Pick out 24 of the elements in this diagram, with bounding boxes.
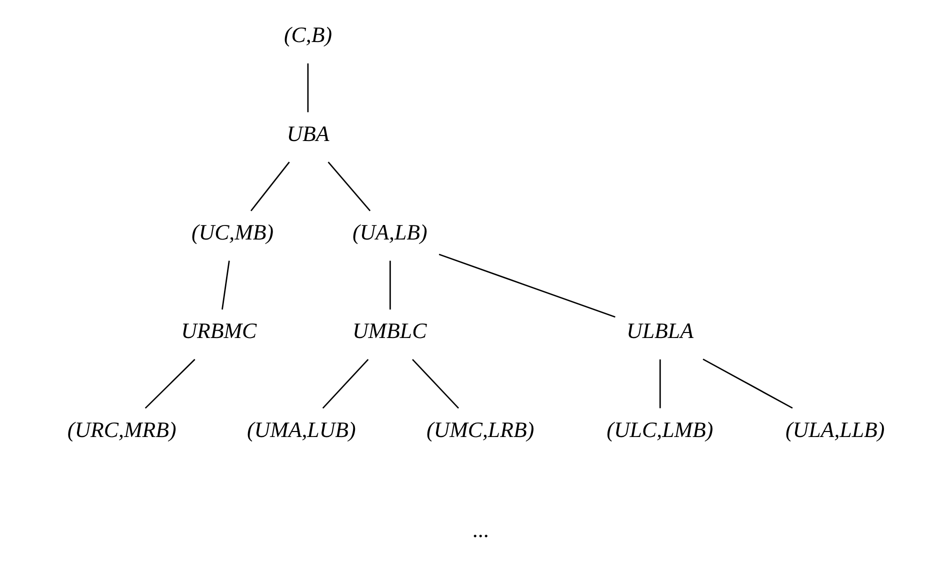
node-text: UBA [286, 120, 329, 146]
connector [250, 162, 290, 212]
node-text: (UMC,LRB) [426, 416, 534, 442]
connector [221, 260, 230, 310]
connector [702, 358, 792, 409]
connector [327, 162, 370, 212]
connector [412, 358, 458, 409]
connector [322, 358, 368, 409]
node-text: ULBLA [626, 318, 694, 344]
connector [658, 359, 660, 408]
node-text: (ULA,LLB) [785, 416, 884, 442]
node-text: (URC,MRB) [66, 416, 176, 442]
connector [306, 63, 308, 112]
node-text: (C,B) [283, 22, 332, 48]
node-text: URBMC [180, 318, 256, 344]
label: ... [472, 516, 488, 542]
node-text: (UA,LB) [352, 220, 427, 245]
connector [388, 260, 390, 310]
node-text: (UC,MB) [190, 220, 274, 245]
connector [438, 254, 615, 318]
connector [144, 358, 195, 409]
node-text: (UMA,LUB) [246, 416, 356, 442]
node-text: UMBLC [352, 318, 426, 344]
node-text: (ULC,LMB) [606, 416, 713, 442]
